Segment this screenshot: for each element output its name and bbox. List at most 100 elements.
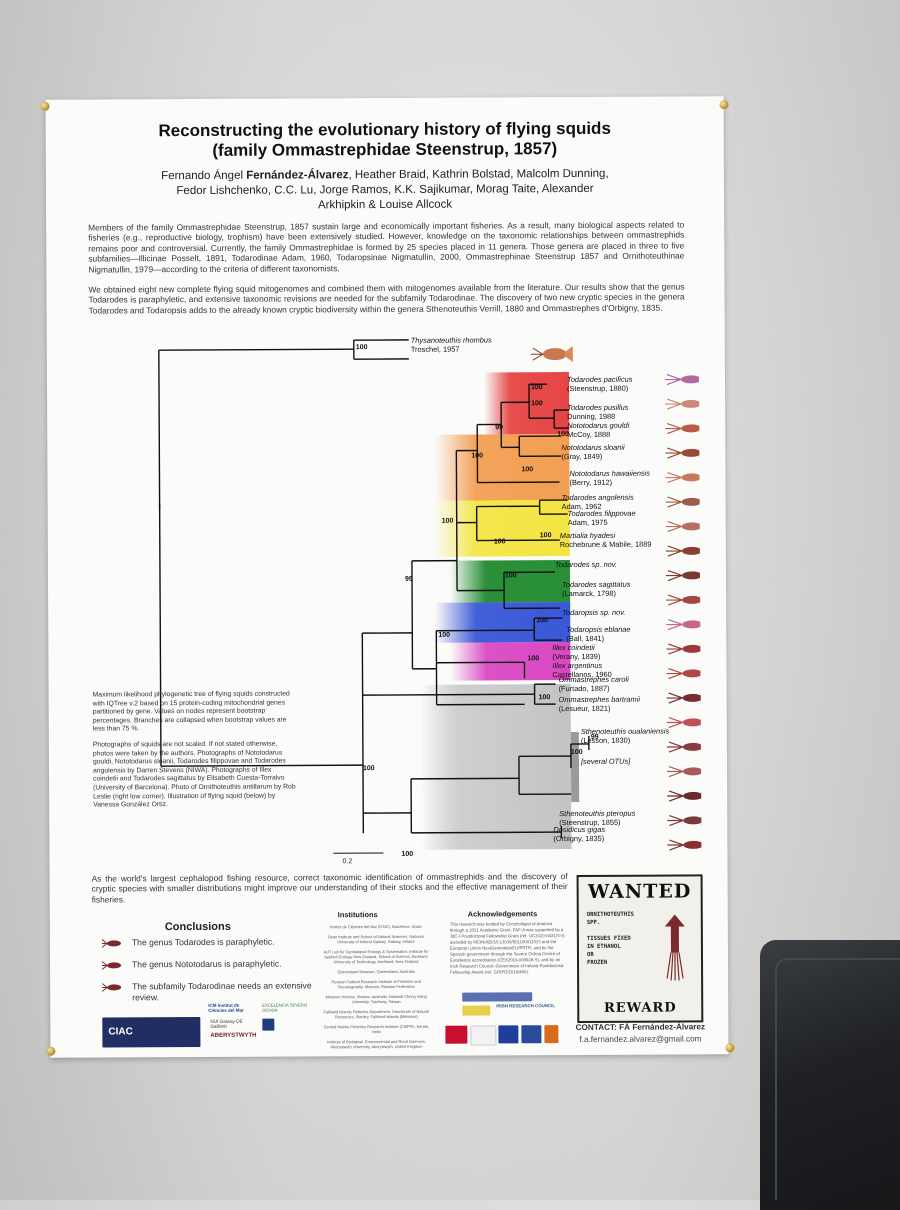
squid-photo <box>667 693 702 703</box>
aberystwyth-logo: ABERYSTWYTH <box>210 1033 290 1043</box>
taxon-author: (Lesson, 1830) <box>581 736 630 745</box>
author-list: Fernando Ángel Fernández-Álvarez, Heathe… <box>116 167 654 215</box>
author-text: Fernando Ángel <box>161 170 246 182</box>
taxon-name: Sthenoteuthis pteropus <box>559 809 635 818</box>
pin <box>46 1047 55 1056</box>
squid-photo <box>666 497 702 507</box>
poster-title: Reconstructing the evolutionary history … <box>66 118 704 161</box>
institution-item: Institut de Ciències del Mar (CSIC), Bar… <box>320 924 432 930</box>
tree-branch <box>363 694 535 695</box>
squid-photo <box>665 448 701 458</box>
taxon-name: Thysanoteuthis rhombus <box>411 335 492 344</box>
caption-photo-credits: Photographs of squids are not scaled. If… <box>93 740 298 810</box>
lead-author: Fernández-Álvarez <box>246 169 348 182</box>
taxon-author: (Lesueur, 1821) <box>559 704 611 713</box>
poster: Reconstructing the evolutionary history … <box>45 96 728 1058</box>
squid-photo <box>666 668 701 678</box>
icm-logo: ICM Institut de Ciències del Mar <box>208 1003 258 1017</box>
bootstrap-label: 100 <box>494 538 506 545</box>
wanted-poster: WANTED ORNITHOTEUTHIS SPP. TISSUES FIXED… <box>577 874 704 1023</box>
wanted-reward: REWARD <box>579 1000 701 1016</box>
bootstrap-label: 100 <box>356 344 368 351</box>
squid-photo-column <box>665 374 702 850</box>
logo-text: NUI Galway OÉ Gaillimh <box>210 1019 242 1029</box>
bootstrap-label: 100 <box>471 452 483 459</box>
results-paragraph: We obtained eight new complete flying sq… <box>88 281 684 315</box>
collapsed-clade-bar <box>571 732 579 802</box>
institution-item: AUT Lab for Cephalopod Ecology & Systema… <box>320 949 432 965</box>
taxon-name: Todarodes pusillus <box>567 403 629 412</box>
institution-item: Russian Federal Research Institute of Fi… <box>320 979 432 990</box>
taxon-author: (Ball, 1841) <box>566 634 604 643</box>
taxon-name: Dosidicus gigas <box>553 825 605 834</box>
authors-line-2: Fedor Lishchenko, C.C. Lu, Jorge Ramos, … <box>116 182 654 200</box>
partner-logo <box>544 1025 558 1043</box>
bootstrap-label: 100 <box>401 851 413 858</box>
taxon-name: Illex argentinus <box>552 661 602 670</box>
wanted-title: WANTED <box>579 880 701 903</box>
contact-name: CONTACT: FÁ Fernández-Álvarez <box>570 1022 710 1032</box>
pin <box>725 1043 734 1052</box>
taxon-name: Todarodes filippovae <box>568 509 636 518</box>
wanted-line: FROZEN <box>587 959 657 967</box>
taxon-author: Rochebrune & Mabile, 1889 <box>560 540 652 549</box>
squid-icon <box>102 937 122 949</box>
squid-photo <box>665 423 701 433</box>
partner-logo <box>262 1019 274 1031</box>
logo-text: ICM Institut de Ciències del Mar <box>208 1003 244 1013</box>
clade-band-green <box>450 560 570 603</box>
squid-photo <box>667 717 702 727</box>
spain-government-logo <box>445 1026 467 1044</box>
squid-photo <box>666 619 701 629</box>
squid-photo <box>666 546 702 556</box>
ministry-logo <box>470 1025 496 1045</box>
tree-branch <box>456 451 457 591</box>
taxon-name: Illex coindetii <box>552 643 595 652</box>
squid-photo <box>667 791 701 801</box>
institution-item: Queensland Museum, Queensland, Australia <box>320 969 432 975</box>
intro-paragraph: Members of the family Ommastrephidae Ste… <box>88 219 684 274</box>
taxon-name: Todarodes pacificus <box>567 375 633 384</box>
bootstrap-label: 100 <box>540 532 552 539</box>
bootstrap-label: 100 <box>438 632 450 639</box>
squid-photo <box>665 472 701 482</box>
irish-research-council-logo: IRISH RESEARCH COUNCIL <box>496 1003 556 1015</box>
squid-icon <box>102 981 122 993</box>
bootstrap-label: 100 <box>536 617 548 624</box>
logo-text: ABERYSTWYTH <box>210 1033 256 1039</box>
bootstrap-label: 100 <box>442 518 454 525</box>
squid-photo <box>667 840 701 850</box>
logo-text: CIAC <box>108 1026 133 1037</box>
acknowledgements-title: Acknowledgements <box>468 909 537 918</box>
taxon-author: (Furtado, 1887) <box>559 684 610 693</box>
pin <box>41 102 50 111</box>
title-line-2: (family Ommastrephidae Steenstrup, 1857) <box>66 138 704 161</box>
taxon-author: McCoy, 1888 <box>567 430 610 439</box>
taxon-name: Nototodarus hawaiiensis <box>569 469 650 478</box>
institutions-title: Institutions <box>338 910 378 919</box>
authors-line-3: Arkhipkin & Louise Allcock <box>116 197 654 215</box>
title-line-1: Reconstructing the evolutionary history … <box>66 118 704 141</box>
taxon-name: Todaropsis eblanae <box>566 625 630 634</box>
closing-paragraph: As the world's largest cephalopod fishin… <box>92 871 568 905</box>
taxon-name: Nototodarus sloanii <box>561 443 625 452</box>
taxon-author: Adam, 1975 <box>568 518 608 527</box>
institution-item: Museum Victoria, Victoria, Australia; Na… <box>320 994 432 1005</box>
bootstrap-label: 100 <box>505 572 517 579</box>
squid-icon <box>102 959 122 971</box>
institution-item: Central Marine Fisheries Research Instit… <box>320 1024 432 1035</box>
taxon-name: Ommastrephes bartramii <box>559 695 641 704</box>
logo-text: EXCELENCIA SEVERO OCHOA <box>262 1002 307 1012</box>
pin <box>720 100 729 109</box>
acknowledgements-text: This research was funded by Conchologist… <box>450 921 568 976</box>
taxon-name: Ommastrephes caroli <box>559 675 630 684</box>
taxon-author: (Berry, 1912) <box>569 478 612 487</box>
tree-branch <box>411 832 561 833</box>
bootstrap-label: 100 <box>531 384 543 391</box>
bootstrap-label: 100 <box>363 765 375 772</box>
taxon-name: Todaropsis sp. nov. <box>562 608 625 617</box>
severo-ochoa-logo: EXCELENCIA SEVERO OCHOA <box>262 1002 310 1016</box>
squid-photo <box>666 644 701 654</box>
conclusion-item: The subfamily Todarodinae needs an exten… <box>132 980 322 1002</box>
funder-logo <box>462 1005 490 1015</box>
